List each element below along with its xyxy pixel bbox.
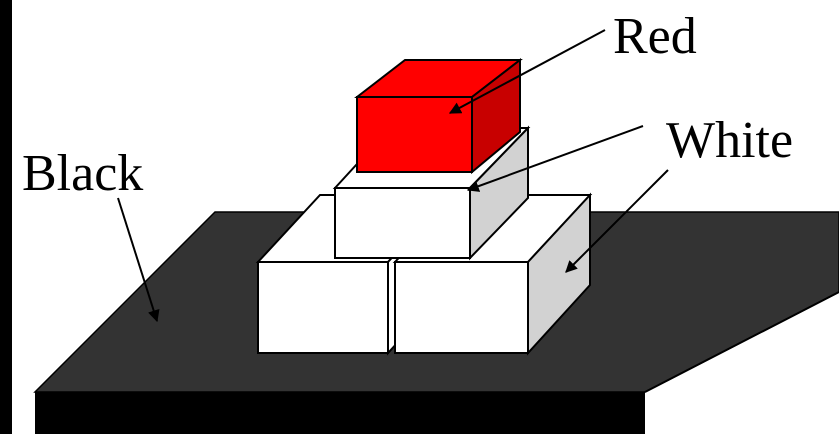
label-white: White [666,112,793,169]
label-red: Red [613,8,697,65]
arrow-red [448,29,606,114]
arrow-white-bottom [565,169,669,273]
label-black: Black [22,145,143,202]
frame-left-edge [0,0,12,434]
red-block [354,57,523,175]
arrow-white-middle [466,125,644,192]
table-front-face [35,392,645,434]
table-right-edge [644,291,839,393]
arrow-black [117,197,160,323]
